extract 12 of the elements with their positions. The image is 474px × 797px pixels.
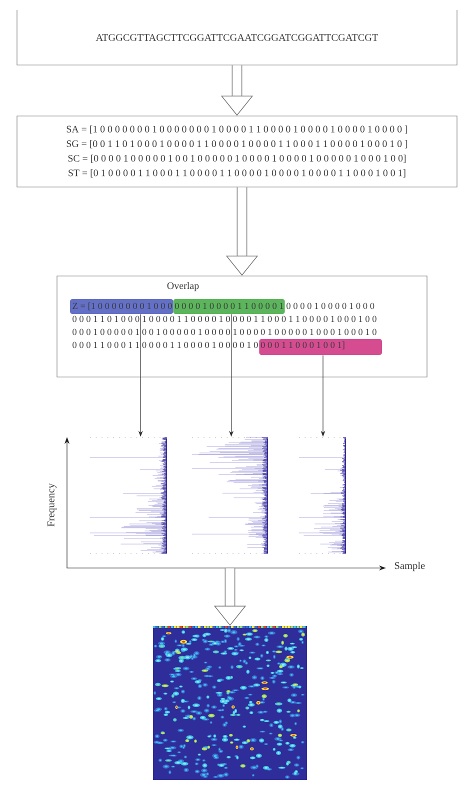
- process-box: Overlap Z = [1 0 0 0 0 0 0 0 1 0 0 0 0 0 0 0 1 0 0 0 0 1 1 0 0 0 0 1 0 0 0 0 1 0 0 0 0 1 0 0 0 0 0 0 1 1 0 1 0 0 0 1 0 0 0 0 1 1 0 0 0 0 1 0 0 0 0 1 1 0 0 0 1 1 0 0 0 0 1 0 0 0 1 0 0 0 0 0 1 0 0 0 0 0 1 0 0 1 0 0 0 0 0 1 0 0 0 0 1 0 0 0 0 1 0 0 0 0 0 1 0 0 0 1 0 0 0 1 0 0 0 0 1 1 0 0 0 1 1 0 0 0 0 1 1 0 0 0 0 1 0 0 0 0 1 0 0 0 0 1 1 0 0 0 1 0 0 1]: [56, 276, 428, 378]
- highlight-bar: [259, 339, 382, 355]
- highlight-bar: [70, 299, 174, 314]
- axis-label: Frequency: [48, 483, 56, 526]
- process-box: SA = [1 0 0 0 0 0 0 0 1 0 0 0 0 0 0 0 1 0 0 0 0 1 1 0 0 0 0 1 0 0 0 0 1 0 0 0 0 1 0 0 0 0 ] SG = [0 0 1 1 0 1 0 0 0 1 0 0 0 0 1 1 0 0 0 0 1 0 0 0 0 1 1 0 0 0 1 1 0 0 0 0 1 0 0 0 1 0 ] SC = [0 0 0 0 1 0 0 0 0 0 1 0 0 1 0 0 0 0 0 1 0 0 0 0 1 0 0 0 0 1 0 0 0 0 0 1 0 0 0 1 0 0] ST = [0 1 0 0 0 0 1 1 0 0 0 1 1 0 0 0 0 1 1 0 0 0 0 1 0 0 0 0 1 0 0 0 0 1 1 0 0 0 1 0 0 1]: [16, 116, 458, 188]
- spectrum-plot: [298, 437, 346, 554]
- spectrum-plot: [192, 437, 268, 554]
- spectrum-plot: [90, 437, 168, 554]
- axis-label: Sample: [394, 562, 425, 572]
- highlight-bar: [173, 299, 285, 314]
- heatmap: [153, 626, 307, 780]
- process-box: ATGGCGTTAGCTTCGGATTCGAATCGGATCGGATTCGATCGT: [16, 10, 458, 66]
